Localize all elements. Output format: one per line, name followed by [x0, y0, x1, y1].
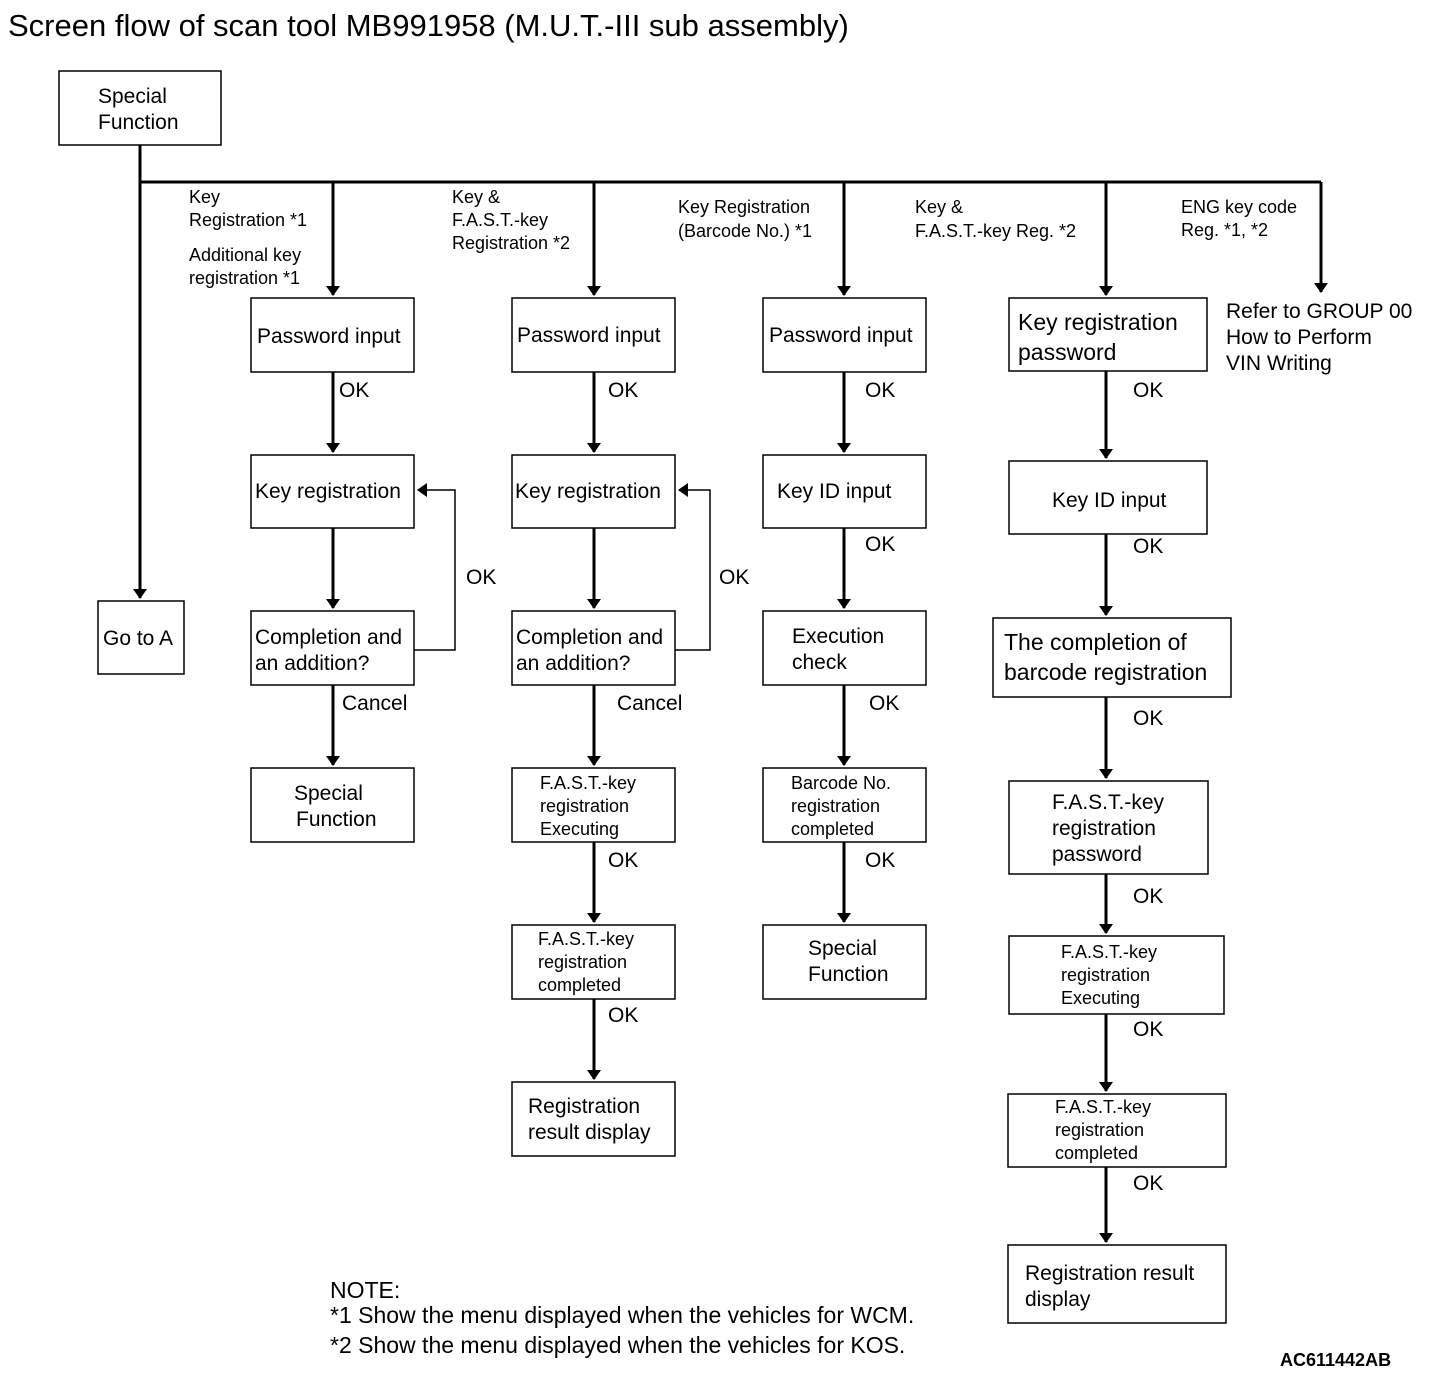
c4-box-4 — [1008, 935, 1225, 1015]
c3-box-3 — [762, 767, 927, 843]
c3-box-3-label: Barcode No. registration completed — [791, 773, 896, 839]
loop-c2 — [675, 483, 711, 651]
branch-label-key-fast-reg: Key & F.A.S.T.-key Reg. *2 — [915, 197, 1076, 241]
c4-box-3 — [1008, 780, 1209, 875]
branch-label-key-registration: Key Registration *1 Additional key regis… — [189, 187, 312, 288]
c3-edge-3: OK — [865, 849, 895, 872]
flow-labels: Screen flow of scan tool MB991958 (M.U.T… — [8, 8, 1418, 1370]
c4-edge-3: OK — [1133, 885, 1163, 908]
c4-edge-5: OK — [1133, 1172, 1163, 1195]
c4-box-2 — [992, 617, 1232, 698]
c4-box-4-label: F.A.S.T.-key registration Executing — [1061, 942, 1162, 1008]
c1-box-0-label: Password input — [257, 325, 401, 348]
c1-box-0 — [250, 297, 415, 373]
c2-box-3 — [511, 767, 676, 843]
c2-edge-3: OK — [608, 849, 638, 872]
c1-box-3-label: Special Function — [294, 782, 377, 831]
c1-box-1-label: Key registration — [255, 480, 401, 503]
c4-edge-2: OK — [1133, 707, 1163, 730]
c2-box-2 — [511, 610, 676, 686]
c2-box-2-label: Completion and an addition? — [516, 626, 669, 675]
c2-box-1-label: Key registration — [515, 480, 661, 503]
c4-box-2-label: The completion of barcode registration — [1004, 629, 1207, 685]
c1-box-3 — [250, 767, 415, 843]
c2-box-5-label: Registration result display — [528, 1095, 651, 1144]
c1-box-1 — [250, 454, 415, 529]
c2-box-4 — [511, 924, 676, 1000]
c3-box-0 — [762, 297, 927, 373]
c2-edge-1: OK — [719, 566, 749, 589]
root-box-label: Special Function — [98, 85, 179, 134]
branch-label-eng-key-code: ENG key code Reg. *1, *2 — [1181, 197, 1302, 240]
c3-box-1-label: Key ID input — [777, 480, 892, 503]
loop-c1 — [414, 483, 456, 651]
c3-edge-0: OK — [865, 379, 895, 402]
c3-box-2 — [762, 610, 927, 686]
c1-edge-1: OK — [466, 566, 496, 589]
c4-box-6 — [1007, 1244, 1227, 1324]
c2-box-0 — [511, 297, 676, 373]
c3-box-1 — [762, 454, 927, 529]
go-to-a-box — [97, 600, 185, 675]
c2-edge-0: OK — [608, 379, 638, 402]
c4-box-5-label: F.A.S.T.-key registration completed — [1055, 1097, 1156, 1163]
flow-boxes — [58, 70, 1232, 1324]
c2-box-0-label: Password input — [517, 324, 661, 347]
branch-label-barcode-registration: Key Registration (Barcode No.) *1 — [678, 197, 815, 241]
c1-edge-0: OK — [339, 379, 369, 402]
figure-code: AC611442AB — [1280, 1350, 1391, 1370]
page-title: Screen flow of scan tool MB991958 (M.U.T… — [8, 8, 849, 43]
refer-text: Refer to GROUP 00 How to Perform VIN Wri… — [1226, 300, 1418, 375]
c4-box-0-label: Key registration password — [1018, 309, 1184, 365]
c1-box-2-label: Completion and an addition? — [255, 626, 408, 675]
c2-box-1 — [511, 454, 676, 529]
c4-box-0 — [1008, 297, 1208, 372]
connectors — [133, 145, 1328, 1243]
c1-edge-2: Cancel — [342, 692, 407, 715]
c4-box-5 — [1007, 1093, 1227, 1168]
c3-box-2-label: Execution check — [792, 625, 890, 674]
c4-edge-0: OK — [1133, 379, 1163, 402]
c2-box-3-label: F.A.S.T.-key registration Executing — [540, 773, 641, 839]
c2-box-5 — [511, 1081, 676, 1157]
c4-box-1-label: Key ID input — [1052, 489, 1167, 512]
note: NOTE: *1 Show the menu displayed when th… — [330, 1277, 921, 1358]
c3-edge-2: OK — [869, 692, 899, 715]
c4-edge-1: OK — [1133, 535, 1163, 558]
c1-box-2 — [250, 610, 415, 686]
c2-box-4-label: F.A.S.T.-key registration completed — [538, 929, 639, 995]
branch-label-key-fast-registration: Key & F.A.S.T.-key Registration *2 — [452, 187, 570, 253]
c2-edge-2: Cancel — [617, 692, 682, 715]
c4-box-3-label: F.A.S.T.-key registration password — [1052, 791, 1170, 866]
c3-edge-1: OK — [865, 533, 895, 556]
go-to-a-label: Go to A — [103, 627, 173, 650]
c3-box-4 — [762, 924, 927, 1000]
root-box — [58, 70, 222, 146]
c4-edge-4: OK — [1133, 1018, 1163, 1041]
c2-edge-4: OK — [608, 1004, 638, 1027]
c3-box-4-label: Special Function — [808, 937, 889, 986]
c3-box-0-label: Password input — [769, 324, 913, 347]
c4-box-6-label: Registration result display — [1025, 1262, 1200, 1311]
c4-box-1 — [1008, 460, 1208, 535]
